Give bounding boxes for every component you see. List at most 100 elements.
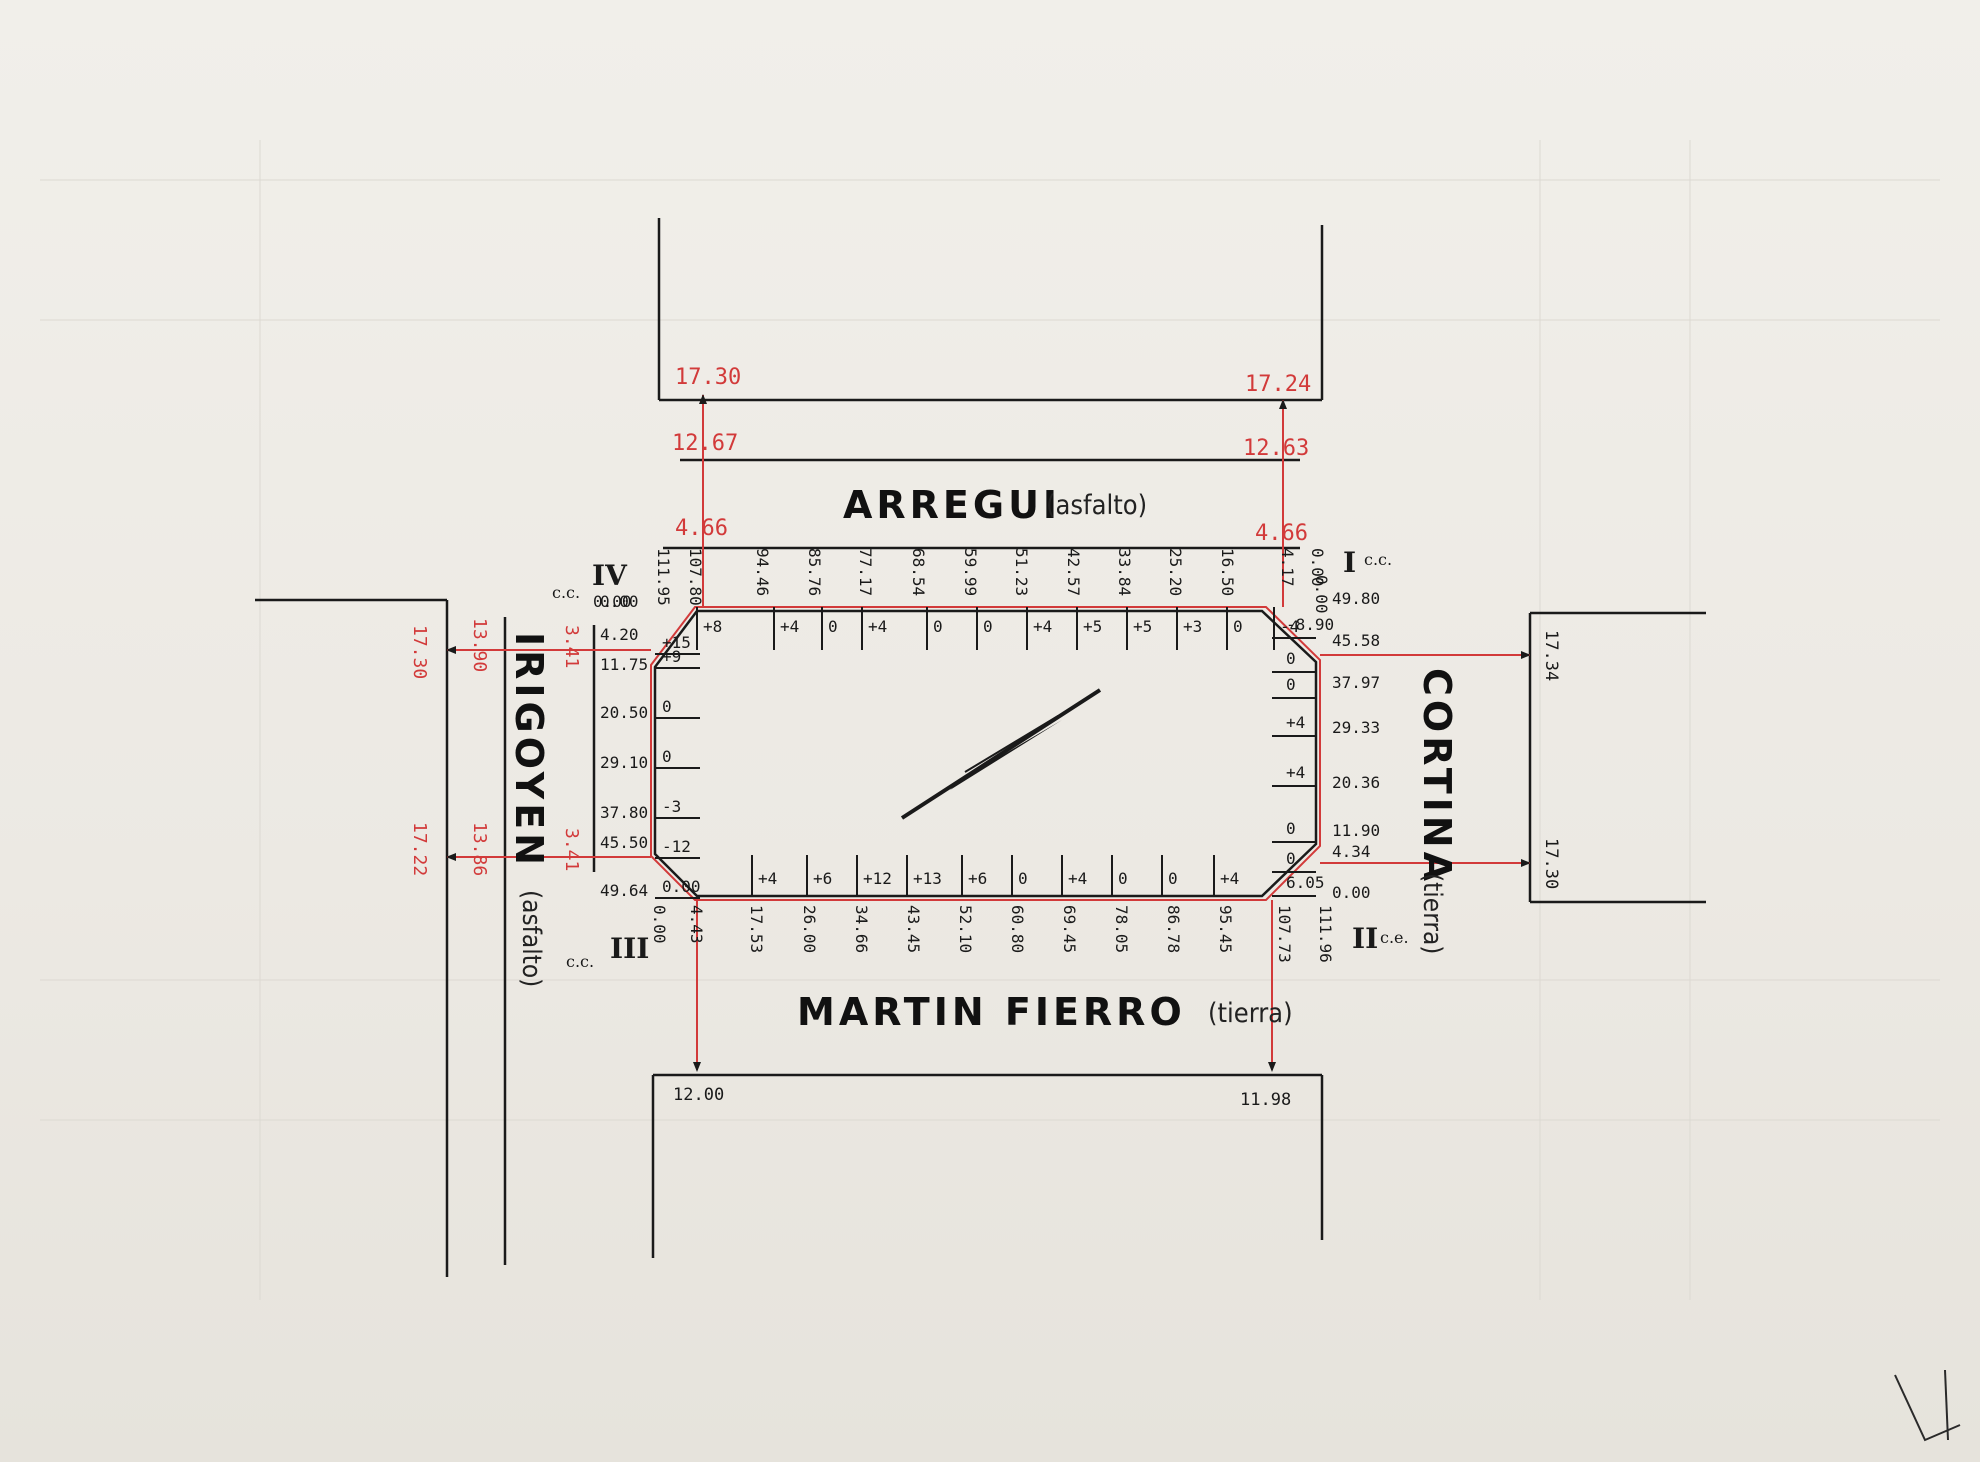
right-elev-label: 6.05	[1286, 873, 1325, 892]
top-elev-label: +5	[1133, 617, 1152, 636]
level-bottom-left: 12.00	[673, 1085, 724, 1105]
top-chainage-label: 16.50	[1218, 548, 1237, 596]
street-top-name: ARREGUI	[843, 483, 1061, 527]
left-chainage-label: 0.00	[600, 592, 639, 611]
street-bottom-surface: (tierra)	[1208, 998, 1293, 1029]
top-elev-label: +5	[1083, 617, 1102, 636]
corner-II: II c.e.	[1352, 922, 1409, 955]
left-elev-label: +15	[662, 633, 691, 652]
bottom-side-ticks	[751, 855, 1215, 896]
level-right-top: 17.34	[1541, 630, 1561, 681]
bottom-chainage-label: 78.05	[1112, 905, 1131, 953]
left-chainage-label: 20.50	[600, 703, 648, 722]
bottom-chainage-label: 95.45	[1216, 905, 1235, 953]
svg-text:c.c.: c.c.	[1364, 550, 1392, 569]
corner-I-zero: 0.00	[1312, 575, 1331, 614]
bottom-elev-label: +6	[813, 869, 832, 888]
bottom-elev-label: +4	[1220, 869, 1239, 888]
top-chainage-label: 77.17	[856, 548, 875, 596]
right-chainage-label: 20.36	[1332, 773, 1380, 792]
top-elev-label: +4	[780, 617, 799, 636]
top-chainage-label: 85.76	[805, 548, 824, 596]
level-bottom-right: 11.98	[1240, 1090, 1291, 1110]
level-left-bottom-near: 3.41	[561, 828, 582, 871]
street-right-name: CORTINA	[1415, 668, 1459, 885]
bottom-chainage-label: 69.45	[1060, 905, 1079, 953]
street-left-surface: (asfalto)	[516, 890, 546, 987]
bottom-elev-label: +6	[968, 869, 987, 888]
right-side-ticks	[1272, 637, 1316, 897]
top-elev-label: 0	[933, 617, 943, 636]
bottom-chainage-label: 60.80	[1008, 905, 1027, 953]
bottom-chainage-label: 107.73	[1275, 905, 1294, 963]
corner-IV: c.c. IV	[552, 559, 628, 602]
top-elev-label: +8	[703, 617, 722, 636]
right-chainage-label: 37.97	[1332, 673, 1380, 692]
right-side-labels: 49.8045.5837.9729.3320.3611.904.340.00-8…	[1286, 589, 1380, 902]
top-chainage-label: 4.17	[1278, 548, 1297, 587]
corner-III: c.c. III	[566, 932, 649, 971]
level-left-top-far: 17.30	[409, 625, 430, 679]
left-chainage-label: 45.50	[600, 833, 648, 852]
top-elev-label: 0	[983, 617, 993, 636]
level-top-right-mid: 12.63	[1243, 436, 1309, 461]
bottom-chainage-label: 34.66	[852, 905, 871, 953]
left-chainage-label: 37.80	[600, 803, 648, 822]
left-elev-label: +9	[662, 647, 681, 666]
bottom-elev-label: 0	[1168, 869, 1178, 888]
red-dimension-lines	[447, 395, 1530, 1070]
bottom-elev-label: 0	[1018, 869, 1028, 888]
street-bottom-name: MARTIN FIERRO	[797, 990, 1186, 1034]
level-top-left-mid: 12.67	[672, 431, 738, 456]
level-right-bottom: 17.30	[1541, 838, 1561, 889]
street-lines	[255, 218, 1706, 1277]
top-chainage-label: 33.84	[1115, 548, 1134, 596]
right-elev-label: -8.90	[1286, 615, 1334, 634]
top-elev-label: +4	[868, 617, 887, 636]
right-chainage-label: 0.00	[1332, 883, 1371, 902]
svg-text:I: I	[1343, 546, 1356, 579]
north-arrow-icon	[900, 688, 1102, 820]
left-elev-label: -12	[662, 837, 691, 856]
bottom-chainage-label: 43.45	[904, 905, 923, 953]
curb-outline	[653, 609, 1318, 898]
right-elev-label: 0	[1286, 675, 1296, 694]
level-left-bottom-mid: 13.86	[469, 822, 490, 876]
top-side-ticks	[696, 607, 1275, 650]
street-right-surface: (tierra)	[1417, 873, 1447, 954]
bottom-elev-label: +4	[1068, 869, 1087, 888]
left-elev-label: -3	[662, 797, 681, 816]
top-chainage-label: 68.54	[909, 548, 928, 596]
top-chainage-label: 107.80	[686, 548, 705, 606]
corner-IV-zero: 0.00	[593, 592, 632, 611]
bottom-chainage-label: 86.78	[1164, 905, 1183, 953]
bottom-chainage-label: 52.10	[956, 905, 975, 953]
top-chainage-label: 59.99	[961, 548, 980, 596]
bottom-elev-label: +4	[758, 869, 777, 888]
left-side-labels: 0.004.2011.7520.5029.1037.8045.5049.64+1…	[600, 592, 701, 900]
svg-text:III: III	[610, 932, 649, 965]
bottom-chainage-label: 17.53	[747, 905, 766, 953]
bottom-chainage-label: 0.00	[650, 905, 669, 944]
right-elev-label: 0	[1286, 649, 1296, 668]
right-chainage-label: 45.58	[1332, 631, 1380, 650]
bottom-elev-label: +12	[863, 869, 892, 888]
top-chainage-label: 42.57	[1064, 548, 1083, 596]
top-chainage-label: 0.00	[1308, 548, 1327, 587]
top-chainage-label: 111.95	[654, 548, 673, 606]
right-chainage-label: 11.90	[1332, 821, 1380, 840]
street-left-name: IRIGOYEN	[507, 632, 551, 869]
right-chainage-label: 29.33	[1332, 718, 1380, 737]
level-top-left-near: 4.66	[675, 516, 728, 541]
level-left-top-mid: 13.90	[469, 618, 490, 672]
background-grid	[40, 140, 1940, 1300]
left-side-ticks	[655, 653, 700, 899]
svg-text:c.c.: c.c.	[566, 952, 594, 971]
left-chainage-label: 49.64	[600, 881, 648, 900]
level-top-left-far: 17.30	[675, 365, 741, 390]
left-chainage-label: 4.20	[600, 625, 639, 644]
